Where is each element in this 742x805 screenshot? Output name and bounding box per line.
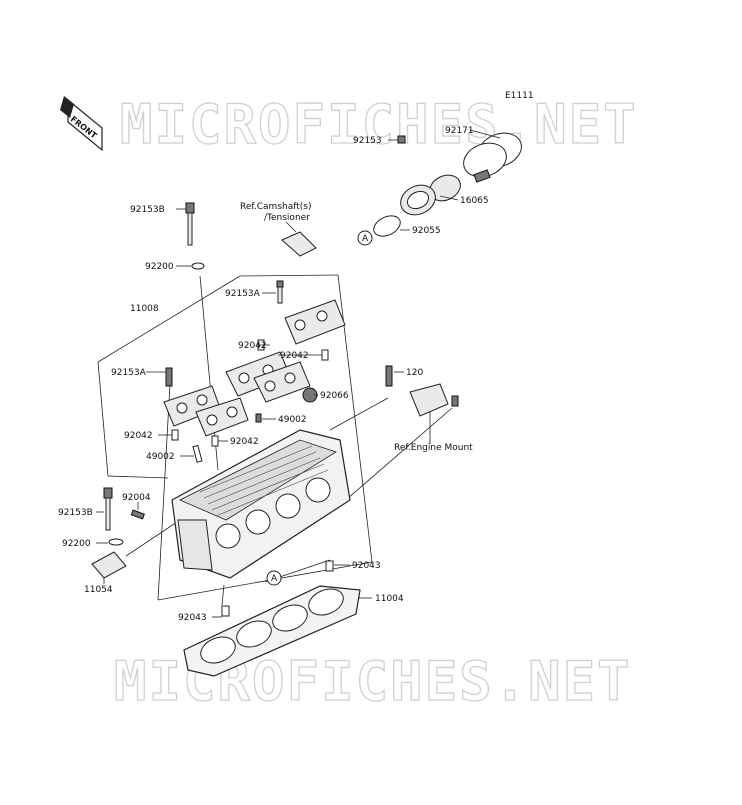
bolt-92153B-bottom (103, 487, 113, 531)
ref-engine-mount: Ref.Engine Mount (394, 443, 473, 453)
label-92153-top: 92153 (353, 136, 382, 146)
dowel-92042-c (171, 429, 179, 441)
ref-tensioner: /Tensioner (264, 213, 310, 223)
label-92066: 92066 (320, 391, 349, 401)
label-11054: 11054 (84, 585, 113, 595)
washer-92200-bottom (108, 538, 124, 546)
clamp-92171-b (463, 142, 507, 178)
pin-49002-right (255, 413, 262, 423)
label-92042-d: 92042 (230, 437, 259, 447)
label-11008: 11008 (130, 304, 159, 314)
label-92153A-left: 92153A (111, 368, 147, 378)
label-92200-bottom: 92200 (62, 539, 91, 549)
label-49002-left: 49002 (146, 452, 175, 462)
ref-camshaft: Ref.Camshaft(s) (240, 202, 312, 212)
watermark-top: MICROFICHES.NET (120, 93, 638, 156)
cam-cap-right-low (253, 361, 311, 403)
label-120: 120 (406, 368, 423, 378)
label-92043-right: 92043 (352, 561, 381, 571)
circle-a-bottom (266, 570, 282, 586)
label-92042-c: 92042 (124, 431, 153, 441)
leader-lines (96, 208, 404, 618)
pin-49002-left (192, 444, 203, 463)
washer-92200-top (191, 262, 205, 270)
bolt-92153A-mid (276, 280, 284, 288)
label-92055: 92055 (412, 226, 441, 236)
cam-cap-left-top (163, 385, 221, 427)
oring-92055 (373, 215, 401, 237)
diagram-code: E1111 (505, 91, 534, 101)
label-16065: 16065 (460, 196, 489, 206)
label-92004: 92004 (122, 493, 151, 503)
dowel-92042-b (321, 349, 329, 361)
bolt-92153A-left (165, 367, 173, 387)
dowel-92043-right (325, 560, 334, 572)
label-92042-b: 92042 (280, 351, 309, 361)
dowel-92043-left (221, 605, 230, 617)
intake-holder-group: A (357, 129, 522, 246)
label-92200-top: 92200 (145, 262, 174, 272)
front-arrow-icon: FRONT (60, 96, 103, 152)
label-92043-left: 92043 (178, 613, 207, 623)
svg-text:A: A (362, 234, 369, 244)
cam-cap-left-low (195, 397, 249, 437)
svg-text:A: A (271, 574, 278, 584)
label-49002-right: 49002 (278, 415, 307, 425)
label-92171: 92171 (445, 126, 474, 136)
bolt-92153B-top (185, 202, 195, 246)
label-92153B-top: 92153B (130, 205, 165, 215)
bolt-120 (385, 365, 393, 387)
cam-cap-right-top (284, 299, 346, 345)
cylinder-head-11008 (171, 429, 351, 579)
label-92153B-bottom: 92153B (58, 508, 93, 518)
dowel-92042-d (211, 435, 219, 447)
circle-a-top (357, 230, 373, 246)
camshaft-bracket-ref (281, 231, 317, 257)
bracket-11054 (91, 551, 127, 579)
label-92042-a: 92042 (238, 341, 267, 351)
head-gasket-11004 (183, 585, 361, 677)
label-92153A-mid: 92153A (225, 289, 261, 299)
label-11004: 11004 (375, 594, 404, 604)
stud-92004 (130, 509, 145, 520)
engine-mount-bracket-ref (409, 383, 449, 417)
bolt-92153-top (397, 135, 406, 144)
